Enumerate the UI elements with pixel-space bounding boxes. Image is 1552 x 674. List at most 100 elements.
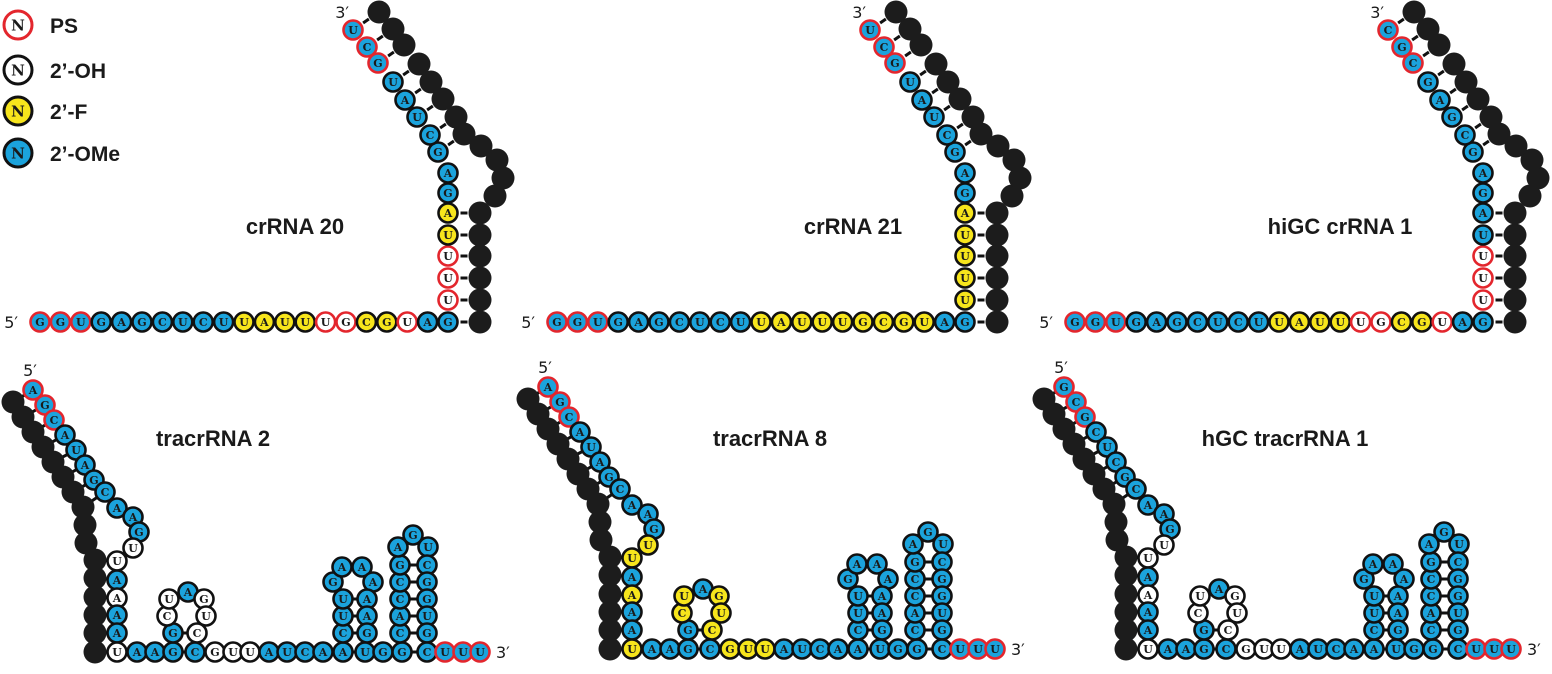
nucleotide: A — [1137, 566, 1159, 588]
nucleotide-letter: A — [1163, 643, 1173, 656]
nucleotide: G — [1403, 638, 1425, 660]
nucleotide: C — [904, 619, 926, 641]
legend-label: PS — [50, 15, 78, 38]
nucleotide-letter: U — [280, 316, 290, 329]
partner-nucleotide — [588, 510, 612, 534]
nucleotide-circle — [859, 19, 881, 41]
nucleotide: C — [709, 311, 731, 333]
nucleotide-letter: U — [1232, 607, 1242, 620]
nucleotide: C — [1085, 421, 1107, 443]
nucleotide: G — [546, 311, 568, 333]
nucleotide-letter: A — [627, 589, 637, 602]
nucleotide-circle — [131, 311, 153, 333]
nucleotide-letter: A — [877, 590, 887, 603]
nucleotide: U — [469, 641, 491, 663]
nucleotide-letter: U — [388, 76, 398, 89]
nucleotide: A — [659, 638, 681, 660]
partner-nucleotide — [1518, 184, 1542, 208]
nucleotide: C — [1390, 311, 1413, 333]
nucleotide-letter: A — [28, 384, 38, 397]
nucleotide: U — [1307, 638, 1329, 660]
nucleotide-letter: A — [264, 646, 274, 659]
nucleotide-letter: A — [368, 576, 378, 589]
nucleotide-circle — [1402, 52, 1424, 74]
nucleotide-letter: G — [649, 523, 658, 536]
nucleotide-letter: G — [328, 576, 337, 589]
nucleotide: U — [437, 289, 459, 311]
nucleotide-letter: C — [191, 646, 200, 659]
partner-nucleotide — [1442, 52, 1466, 76]
nucleotide-circle — [1429, 89, 1451, 111]
nucleotide: G — [437, 311, 459, 333]
legend-symbol: N — [11, 145, 25, 163]
nucleotide-letter: G — [725, 643, 734, 656]
nucleotide: U — [342, 19, 364, 41]
partner-nucleotide — [985, 244, 1009, 268]
partner-nucleotide — [1102, 492, 1126, 516]
nucleotide-circle — [1417, 71, 1439, 93]
nucleotide-letter: G — [877, 624, 886, 637]
nucleotide: U — [1329, 311, 1352, 333]
nucleotide: U — [1105, 311, 1127, 333]
nucleotide-letter: U — [797, 316, 807, 329]
partner-nucleotide — [469, 134, 493, 158]
nucleotide-letter: G — [373, 57, 382, 70]
three-prime-label: 3′ — [1370, 3, 1384, 22]
nucleotide: G — [1447, 585, 1469, 607]
nucleotide-circle — [1454, 124, 1476, 146]
partner-nucleotide — [468, 288, 492, 312]
partner-nucleotide — [483, 184, 507, 208]
nucleotide-circle — [566, 311, 589, 333]
nucleotide: A — [106, 497, 128, 519]
nucleotide-circle — [923, 106, 945, 128]
nucleotide-letter: G — [341, 316, 350, 329]
nucleotide-letter: G — [443, 316, 452, 329]
nucleotide: U — [790, 311, 813, 333]
base-pair-dash — [931, 87, 939, 95]
nucleotide-circle — [648, 311, 670, 333]
nucleotide-letter: C — [362, 316, 371, 329]
nucleotide-letter: U — [1276, 643, 1286, 656]
nucleotide-circle — [546, 311, 568, 333]
nucleotide: G — [1387, 619, 1409, 641]
partner-nucleotide — [83, 640, 107, 664]
nucleotide: U — [1472, 289, 1494, 311]
nucleotide: G — [391, 641, 413, 663]
nucleotide-circle — [729, 311, 752, 333]
nucleotide: G — [852, 311, 874, 333]
three-prime-label: 3′ — [1011, 640, 1025, 659]
nucleotide: G — [944, 141, 966, 163]
five-prime-label: 5′ — [538, 358, 552, 377]
nucleotide-letter: G — [950, 146, 959, 159]
nucleotide-letter: A — [259, 316, 269, 329]
partner-nucleotide — [936, 70, 960, 94]
nucleotide-circle — [811, 311, 834, 333]
nucleotide: U — [811, 311, 834, 333]
base-pair-dash — [1422, 50, 1430, 58]
nucleotide-letter: G — [714, 590, 723, 603]
nucleotide-letter: A — [357, 561, 367, 574]
nucleotide-letter: C — [716, 316, 725, 329]
nucleotide: C — [332, 622, 354, 644]
partner-nucleotide — [73, 513, 97, 537]
nucleotide-circle — [954, 289, 976, 311]
base-pair-dash — [402, 69, 410, 77]
nucleotide: U — [1189, 585, 1211, 607]
partner-nucleotide — [83, 603, 107, 627]
nucleotide-letter: U — [1159, 539, 1169, 552]
partner-nucleotide — [598, 582, 622, 606]
nucleotide: U — [689, 311, 711, 333]
nucleotide-letter: U — [178, 316, 188, 329]
nucleotide-letter: G — [199, 593, 208, 606]
nucleotide-circle — [427, 141, 449, 163]
nucleotide-letter: C — [943, 129, 952, 142]
nucleotide-circle — [195, 605, 217, 627]
nucleotide: G — [1447, 619, 1469, 641]
legend-label: 2’-OH — [50, 60, 106, 83]
base-pair-dash — [893, 34, 901, 42]
nucleotide-circle — [1247, 311, 1270, 333]
nucleotide-letter: U — [955, 643, 965, 656]
nucleotide: U — [396, 311, 419, 333]
nucleotide-letter: A — [1478, 207, 1488, 220]
